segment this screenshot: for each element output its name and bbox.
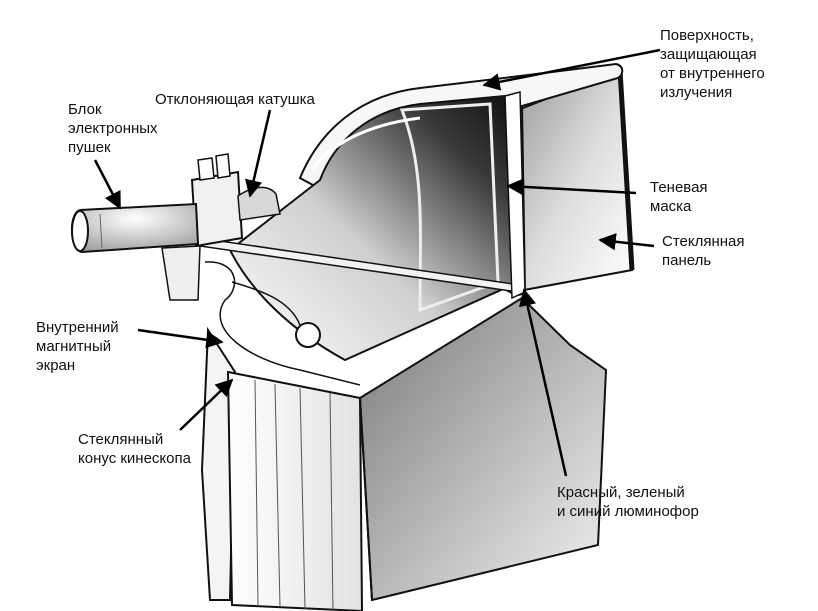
label-radiation-surface: Поверхность, защищающая от внутреннего и…: [660, 27, 765, 101]
arrow-deflection-coil: [245, 109, 272, 198]
arrow-glass-cone: [179, 378, 234, 431]
electron-gun-neck: [71, 202, 200, 254]
inner-funnel: [228, 94, 514, 362]
label-magnetic-shield: Внутренний магнитный экран: [36, 319, 119, 374]
label-gun-block: Блок электронных пушек: [68, 101, 158, 156]
label-deflection-coil: Отклоняющая катушка: [155, 91, 315, 108]
arrow-glass-panel: [598, 233, 655, 251]
label-glass-cone: Стеклянный конус кинескопа: [78, 431, 191, 467]
glass-cone-body: [200, 326, 237, 601]
deflection-yoke: [190, 170, 244, 248]
label-phosphor: Красный, зеленый и синий люминофор: [557, 484, 699, 520]
cone-cut-face: [358, 296, 608, 602]
arrow-phosphor: [518, 288, 568, 477]
label-shadow-mask: Теневая маска: [650, 179, 708, 215]
glass-cone-front: [226, 370, 364, 611]
arrow-radiation-surface: [482, 48, 661, 91]
support-ring: [295, 322, 321, 348]
arrow-gun-block: [93, 159, 122, 210]
label-glass-panel: Стеклянная панель: [662, 233, 745, 269]
shadow-mask: [399, 102, 500, 313]
arrow-magnetic-shield: [137, 328, 224, 349]
arrow-shadow-mask: [506, 178, 637, 196]
